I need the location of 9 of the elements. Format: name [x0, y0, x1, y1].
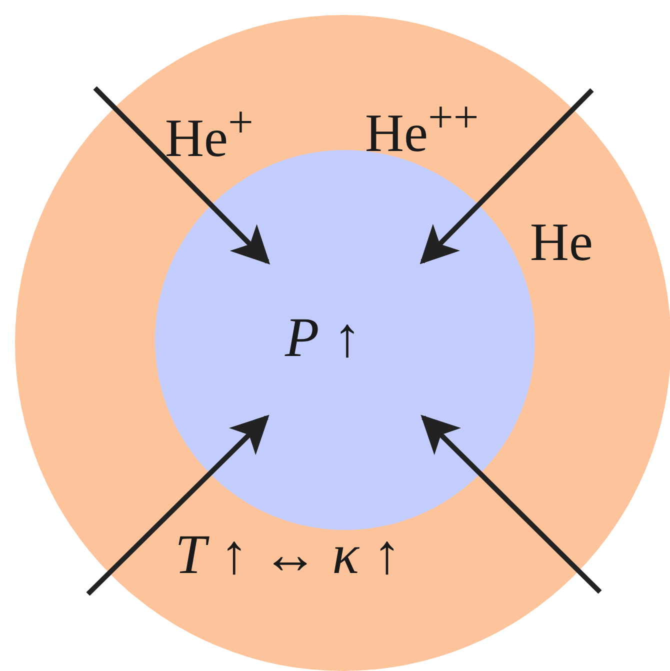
- formula-label: T ↑ ↔ κ ↑: [175, 527, 402, 583]
- arrow: [420, 414, 602, 594]
- formula-label: P ↑: [285, 310, 362, 366]
- arrow: [93, 86, 270, 264]
- arrow: [420, 88, 594, 264]
- formula-label: He: [530, 215, 593, 269]
- arrow: [86, 414, 270, 596]
- formula-label: He$^{++}$: [365, 95, 479, 160]
- formula-label: He$^{+}$: [165, 100, 254, 165]
